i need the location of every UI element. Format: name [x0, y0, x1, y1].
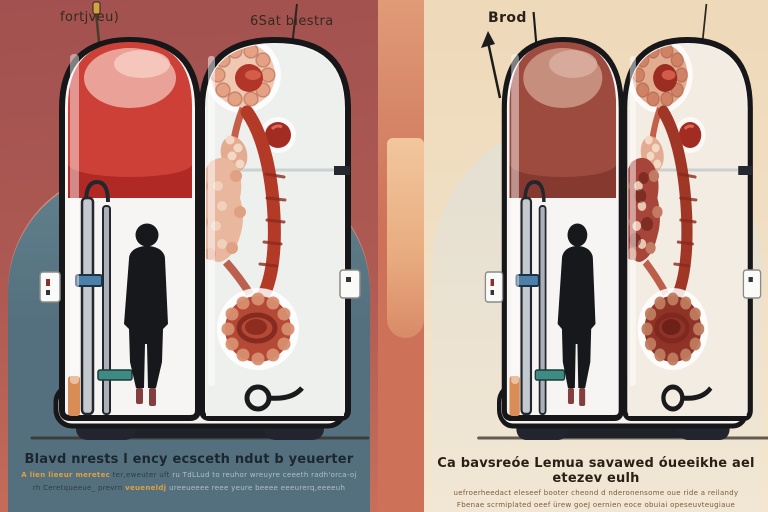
- rail-clip: [75, 274, 103, 287]
- antenna-tip: [92, 1, 101, 15]
- cable-cord: [682, 386, 713, 401]
- human-silhouette: [557, 223, 596, 388]
- divider-strip: [378, 0, 424, 512]
- caption-right-headline: Ca bavsreóe Lemua savawed óueeikhe ael e…: [437, 456, 755, 486]
- rail-hook: [523, 179, 546, 203]
- panel-right: Brod: [424, 0, 768, 512]
- divider-pillar: [387, 138, 424, 338]
- glass-highlight: [70, 54, 79, 384]
- edge-clip: [334, 166, 350, 175]
- side-tab-left: [484, 271, 504, 303]
- corner-strip: [68, 376, 80, 416]
- floor-mat: [534, 369, 566, 381]
- caption-left-line2: rh Ceretqueeue_ prevrn veueneldj ureeuee…: [32, 484, 346, 492]
- edge-clip: [738, 166, 752, 175]
- caption-left: Blavd nrests l ency ecsceth ndut b yeuer…: [0, 452, 378, 493]
- rail: [520, 196, 533, 416]
- human-silhouette: [124, 223, 168, 388]
- intestine-coil: [210, 44, 276, 107]
- leg-reflection: [567, 388, 574, 404]
- gut-tube: [240, 105, 281, 305]
- glass-highlight: [511, 54, 519, 384]
- label-top-middle: 6Sat biestra: [250, 14, 334, 29]
- rail-thin: [538, 205, 547, 415]
- gut-tube: [657, 105, 693, 305]
- caption-right-line2: Fbenae scrmiplated oeef ürew goeJ oernie…: [456, 501, 736, 509]
- pill-dome: [68, 42, 192, 198]
- caption-left-line1: A lien lieeur meretec ter,eweuter uft ru…: [21, 471, 357, 479]
- rail-thin: [102, 205, 111, 415]
- corner-strip: [509, 376, 520, 416]
- panel-left: fortjveu) 6Sat biestra: [0, 0, 378, 512]
- label-top-right: Brod: [488, 10, 527, 26]
- leg-reflection: [149, 388, 156, 406]
- side-tab-left: [39, 271, 61, 303]
- caption-right-line1: uefroerheedact eleseef booter cheond d n…: [453, 489, 739, 497]
- glass-highlight: [629, 56, 636, 386]
- label-top-left: fortjveu): [60, 10, 120, 25]
- gut-ribs: [673, 172, 698, 268]
- leg-reflection: [136, 388, 143, 404]
- organ-chamber: [206, 44, 344, 416]
- gut-ribs: [258, 172, 287, 268]
- capsule-pack-right: [477, 3, 768, 440]
- floor-mat: [97, 369, 133, 381]
- side-tab-right: [339, 269, 361, 299]
- capsule-pack-left: [30, 1, 370, 440]
- glass-highlight: [208, 56, 215, 386]
- caption-right: Ca bavsreóe Lemua savawed óueeikhe ael e…: [424, 456, 768, 510]
- cable-cord: [268, 386, 304, 401]
- pill-dome: [509, 42, 617, 198]
- side-tab-right: [742, 269, 762, 299]
- brod-pointer-arrow: [481, 31, 502, 99]
- rail-clip: [515, 274, 540, 287]
- leg-reflection: [579, 388, 586, 406]
- organ-ball: [641, 292, 705, 366]
- organ-ball: [221, 292, 295, 366]
- caption-left-headline: Blavd nrests l ency ecsceth ndut b yeuer…: [24, 452, 354, 467]
- rail: [80, 196, 95, 416]
- organ-chamber: [628, 44, 747, 416]
- rail-hook: [84, 179, 110, 203]
